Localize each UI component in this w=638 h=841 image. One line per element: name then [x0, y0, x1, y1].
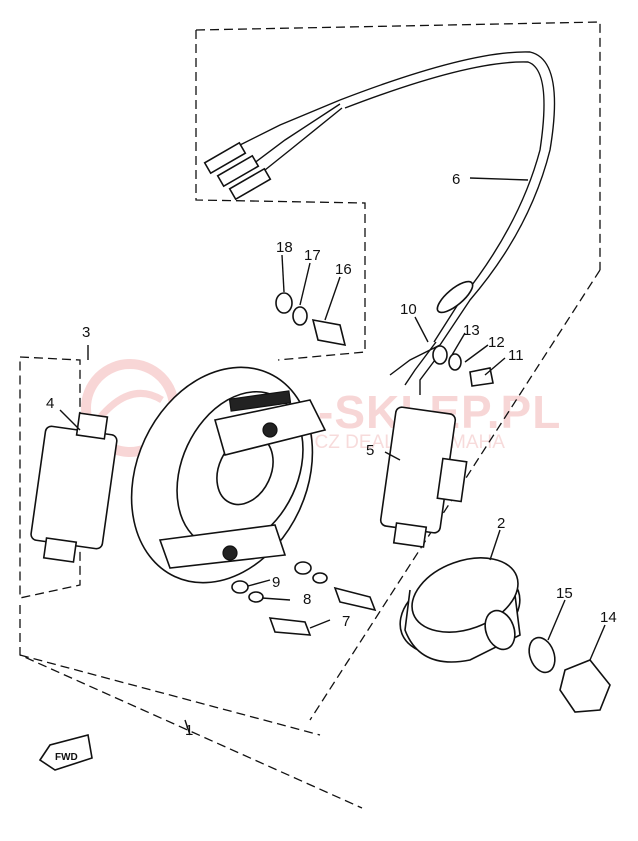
callout-5: 5: [366, 442, 374, 459]
callout-13: 13: [463, 322, 480, 339]
callout-14: 14: [600, 609, 617, 626]
leader-lines: [59, 177, 606, 736]
flywheel-rotor: [399, 557, 611, 713]
callouts: 1 2 3 4 5 6 7 8 9 10 11 12 13 14 15 16 1…: [46, 171, 617, 739]
callout-4: 4: [46, 395, 54, 412]
forward-direction-arrow-icon: FWD: [38, 734, 93, 771]
stator-assembly: [130, 366, 327, 584]
ignition-coil-left: [30, 412, 118, 563]
fwd-label: FWD: [55, 752, 78, 763]
callout-10: 10: [400, 301, 417, 318]
callout-11: 11: [508, 347, 524, 364]
ignition-coil-right: [379, 406, 468, 548]
callout-17: 17: [304, 247, 321, 264]
callout-1: 1: [185, 722, 193, 739]
callout-7: 7: [342, 613, 350, 630]
callout-16: 16: [335, 261, 352, 278]
callout-3: 3: [82, 324, 90, 341]
callout-6: 6: [452, 171, 460, 188]
callout-2: 2: [497, 515, 505, 532]
callout-18: 18: [276, 239, 293, 256]
callout-8: 8: [303, 591, 311, 608]
hardware: [231, 292, 494, 636]
callout-12: 12: [488, 334, 505, 351]
callout-9: 9: [272, 574, 280, 591]
lead-wire-cable: [203, 51, 556, 395]
callout-15: 15: [556, 585, 573, 602]
